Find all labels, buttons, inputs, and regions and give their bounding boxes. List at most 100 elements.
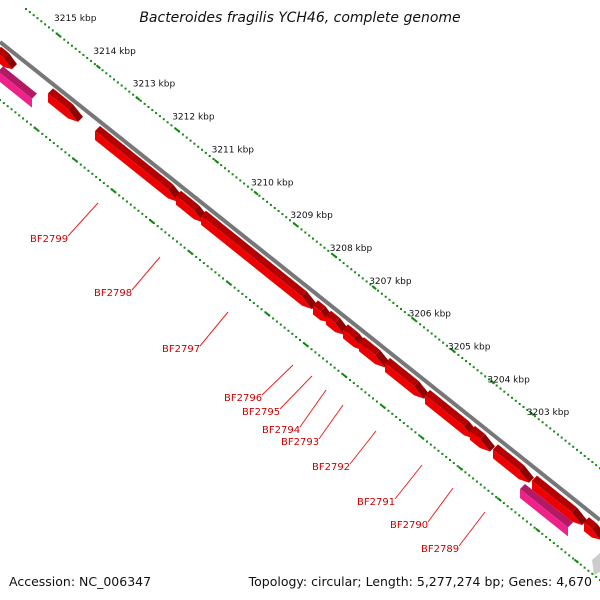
gene-body xyxy=(313,305,328,322)
outer-scale-tick xyxy=(450,348,456,353)
inner-scale-dot xyxy=(514,511,517,514)
scale-label: 3214 kbp xyxy=(93,47,136,57)
gene-label[interactable]: BF2799 xyxy=(30,234,68,245)
inner-scale-dot xyxy=(429,443,432,446)
rna-feature[interactable] xyxy=(0,66,37,108)
outer-scale-dot xyxy=(346,265,349,268)
outer-scale-dot xyxy=(338,259,341,262)
inner-scale-dot xyxy=(237,289,240,292)
outer-scale-dot xyxy=(488,378,491,381)
inner-scale-dot xyxy=(302,342,305,345)
gene-label[interactable]: BF2791 xyxy=(357,497,395,508)
inner-scale-dot xyxy=(449,459,451,461)
outer-scale-tick xyxy=(135,96,141,101)
topology-text: Topology: circular; Length: 5,277,274 bp… xyxy=(248,574,592,589)
outer-scale-dot xyxy=(266,200,269,203)
outer-scale-dot xyxy=(583,454,586,457)
gene-label[interactable]: BF2793 xyxy=(281,437,319,448)
gene-feature[interactable] xyxy=(201,210,317,310)
outer-scale-dot xyxy=(361,277,364,280)
inner-scale-dot xyxy=(152,222,155,225)
gene-feature[interactable] xyxy=(532,475,587,526)
inner-scale-dot xyxy=(568,554,571,557)
outer-scale-dot xyxy=(522,405,525,408)
inner-scale-dot xyxy=(183,246,186,249)
inner-scale-dot xyxy=(399,419,401,421)
inner-scale-dot xyxy=(525,520,528,523)
outer-scale-dot xyxy=(227,170,230,173)
inner-scale-dot xyxy=(264,311,267,314)
gene-side-face xyxy=(572,507,587,526)
outer-scale-dot xyxy=(273,206,276,209)
outer-scale-dot xyxy=(549,427,552,430)
gene-label[interactable]: BF2792 xyxy=(312,462,350,473)
outer-scale-dot xyxy=(258,194,261,197)
gene-label[interactable]: BF2796 xyxy=(224,393,262,404)
inner-scale-dot xyxy=(556,545,559,548)
gene-body xyxy=(0,55,12,70)
gene-label[interactable]: BF2794 xyxy=(262,425,300,436)
outer-scale-dot xyxy=(47,26,50,29)
inner-scale-dot xyxy=(164,231,167,234)
outer-scale-dot xyxy=(377,289,380,292)
outer-scale-dot xyxy=(32,14,35,17)
outer-scale-dot xyxy=(350,268,353,271)
outer-scale-dot xyxy=(36,17,39,20)
inner-scale-dot xyxy=(360,388,363,391)
outer-scale-dot xyxy=(109,75,112,78)
gene-feature[interactable] xyxy=(0,46,17,70)
gene-feature[interactable] xyxy=(493,444,534,483)
outer-scale-dot xyxy=(212,158,215,161)
outer-scale-dot xyxy=(166,121,169,124)
outer-scale-dot xyxy=(465,360,468,363)
inner-scale-tick xyxy=(342,373,348,379)
gene-label[interactable]: BF2798 xyxy=(94,288,132,299)
gene-feature[interactable] xyxy=(95,126,183,202)
gene-feature[interactable] xyxy=(385,358,429,399)
inner-scale-dot xyxy=(475,480,478,483)
outer-scale-dot xyxy=(204,151,207,154)
rna-feature[interactable] xyxy=(520,484,573,537)
inner-scale-tick xyxy=(33,126,39,132)
gene-leader-line xyxy=(427,487,454,523)
outer-scale-dot xyxy=(495,384,498,387)
outer-scale-dot xyxy=(235,176,238,179)
outer-scale-dot xyxy=(193,142,196,145)
gene-feature[interactable] xyxy=(48,88,83,122)
inner-scale-dot xyxy=(18,114,21,117)
gene-label[interactable]: BF2789 xyxy=(421,544,459,555)
outer-scale-dot xyxy=(369,283,372,286)
gene-label[interactable]: BF2790 xyxy=(390,520,428,531)
outer-scale-dot xyxy=(116,81,119,84)
inner-scale-dot xyxy=(118,194,121,197)
gene-side-face xyxy=(302,291,317,310)
inner-scale-dot xyxy=(195,255,198,258)
gene-label[interactable]: BF2795 xyxy=(242,407,280,418)
outer-scale-dot xyxy=(44,23,47,26)
inner-scale-dot xyxy=(518,514,521,517)
outer-scale-dot xyxy=(541,421,544,424)
inner-scale-dot xyxy=(329,363,332,366)
gene-body xyxy=(326,315,344,335)
scale-label: 3203 kbp xyxy=(527,408,570,418)
inner-scale-dot xyxy=(356,385,359,388)
outer-scale-dot xyxy=(124,87,127,90)
outer-scale-tick xyxy=(292,222,299,227)
inner-scale-dot xyxy=(179,243,182,246)
inner-scale-dot xyxy=(133,206,136,209)
outer-scale-dot xyxy=(507,393,510,396)
inner-scale-dot xyxy=(322,357,325,360)
gene-label[interactable]: BF2797 xyxy=(162,344,200,355)
scale-label: 3213 kbp xyxy=(133,80,176,90)
gene-top-face xyxy=(359,337,380,355)
scale-label: 3207 kbp xyxy=(369,277,412,287)
inner-scale-tick xyxy=(71,157,78,163)
gene-leader-line xyxy=(279,375,313,410)
inner-scale-dot xyxy=(218,274,221,277)
gene-feature[interactable] xyxy=(470,426,495,452)
inner-scale-dot xyxy=(591,572,594,575)
outer-scale-dot xyxy=(308,234,311,237)
inner-scale-dot xyxy=(291,332,294,335)
gene-top-face xyxy=(176,190,199,211)
gene-feature[interactable] xyxy=(584,517,600,540)
